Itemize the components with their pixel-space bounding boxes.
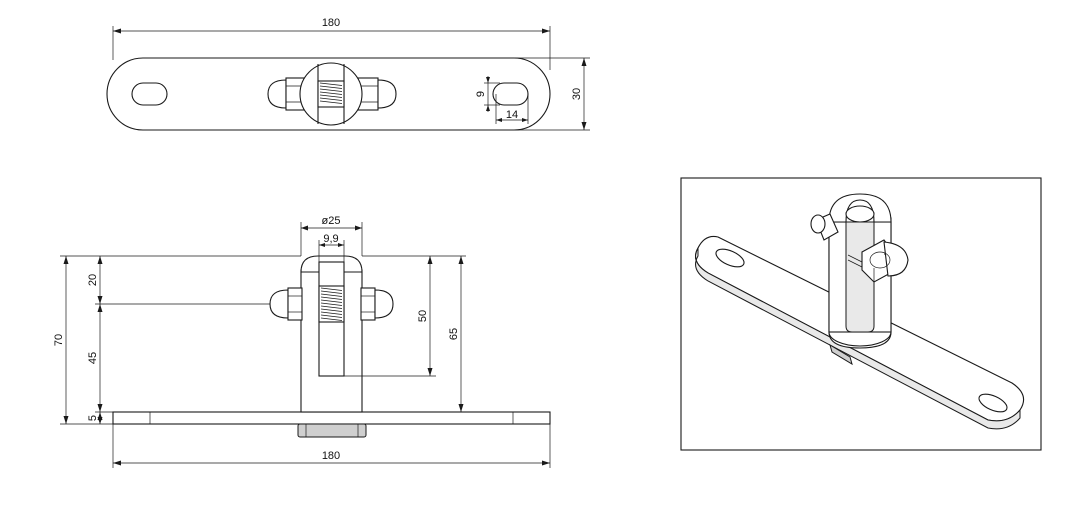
thread-line	[320, 302, 343, 306]
top-dim-180: 180	[112, 17, 551, 70]
iso-right-nut	[861, 239, 909, 283]
front-dim-70: 70	[53, 256, 69, 424]
front-left-nut	[269, 287, 303, 321]
front-dim-9-9: 9,9	[318, 233, 345, 262]
front-dim-45-label: 45	[87, 352, 99, 364]
thread-line	[319, 88, 343, 92]
top-dim-14: 14	[495, 94, 529, 124]
front-dim-d25: ø25	[300, 215, 363, 256]
iso-left-slot	[715, 248, 745, 268]
thread-line	[320, 293, 343, 297]
top-dim-30-label: 30	[571, 88, 583, 100]
iso-left-nut	[810, 213, 839, 241]
top-left-slot	[131, 82, 168, 106]
iso-frame	[680, 177, 1042, 451]
front-dim-50-label: 50	[417, 310, 429, 322]
front-view: ø25 9,9 70	[53, 215, 551, 468]
iso-bottom-nut	[829, 343, 853, 366]
thread-line	[320, 305, 343, 309]
front-bottom-nut	[297, 423, 367, 438]
top-threaded-bolt	[317, 80, 345, 108]
thread-line	[320, 299, 343, 303]
thread-line	[319, 82, 343, 86]
thread-line	[320, 296, 343, 300]
front-dim-chain: 20 45 5	[87, 256, 103, 424]
thread-line	[319, 100, 343, 104]
front-threaded-bolt	[318, 285, 345, 323]
iso-view	[680, 177, 1042, 451]
top-dim-180-label: 180	[322, 17, 340, 29]
thread-line	[320, 311, 343, 315]
thread-line	[319, 91, 343, 95]
front-dim-20-label: 20	[87, 274, 99, 286]
front-right-nut	[360, 287, 394, 321]
thread-line	[320, 308, 343, 312]
front-dim-180: 180	[112, 424, 551, 468]
front-dim-d25-label: ø25	[322, 215, 341, 227]
top-plate-outline	[106, 57, 551, 131]
front-dim-9-9-label: 9,9	[323, 233, 338, 245]
thread-line	[319, 97, 343, 101]
thread-line	[319, 85, 343, 89]
front-dim-50: 50	[417, 256, 433, 376]
top-right-nut	[357, 77, 397, 111]
iso-right-slot	[978, 393, 1008, 413]
top-dim-9-label: 9	[475, 91, 487, 97]
thread-line	[320, 287, 343, 291]
iso-plate-edge	[695, 246, 1021, 430]
front-dim-5-label: 5	[87, 415, 99, 421]
thread-line	[320, 290, 343, 294]
thread-line	[320, 317, 343, 321]
front-dim-65: 65	[448, 256, 464, 412]
top-view: 180 30 9 14	[106, 17, 590, 131]
thread-line	[320, 314, 343, 318]
front-dim-180-label: 180	[322, 450, 340, 462]
front-dim-65-label: 65	[448, 328, 460, 340]
front-dim-70-label: 70	[53, 334, 65, 346]
top-right-slot	[492, 82, 529, 106]
top-dim-30: 30	[515, 57, 590, 131]
front-base-plate	[112, 411, 551, 425]
top-dim-14-label: 14	[506, 109, 518, 121]
thread-line	[319, 94, 343, 98]
top-dim-9: 9	[475, 76, 500, 112]
